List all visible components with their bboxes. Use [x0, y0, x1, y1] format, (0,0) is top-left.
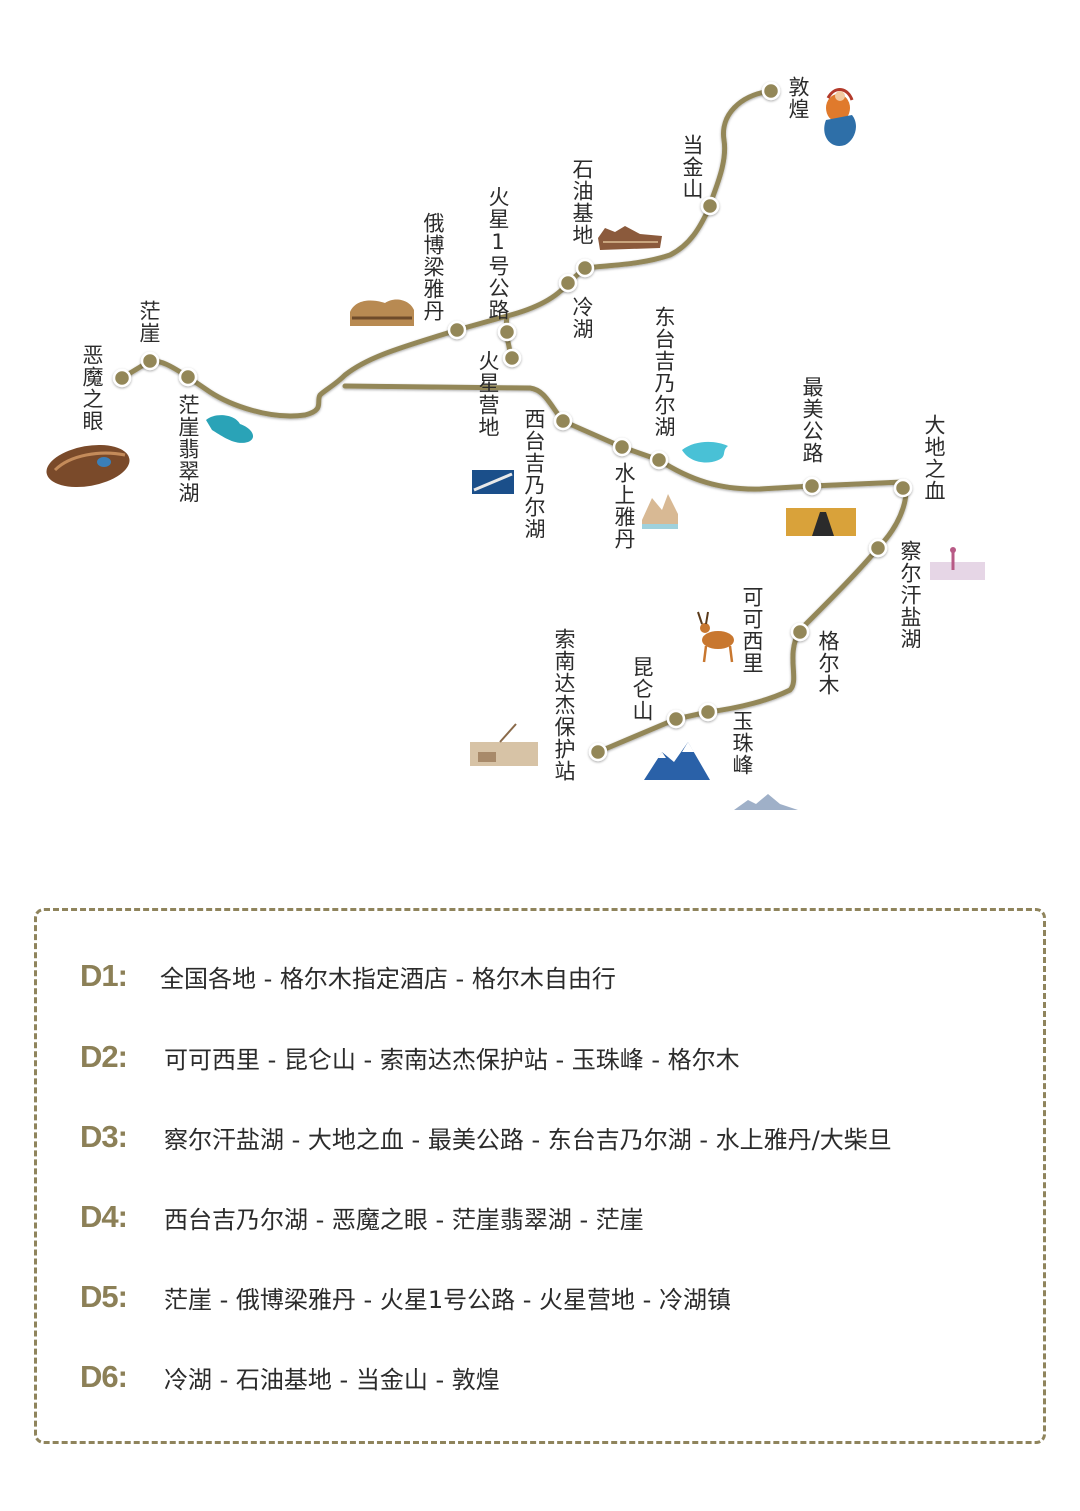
- itinerary-row-d2: D2: 可可西里 - 昆仑山 - 索南达杰保护站 - 玉珠峰 - 格尔木: [80, 1037, 740, 1077]
- node-dunhuang[interactable]: [761, 81, 781, 101]
- day-route: 可可西里 - 昆仑山 - 索南达杰保护站 - 玉珠峰 - 格尔木: [164, 1045, 740, 1074]
- itinerary-row-d5: D5: 茫崖 - 俄博梁雅丹 - 火星1号公路 - 火星营地 - 冷湖镇: [80, 1277, 731, 1317]
- label-dadi: 大地之血: [922, 414, 946, 502]
- mountain-range-icon: [734, 794, 798, 810]
- station-icon: [470, 723, 538, 766]
- node-suonan[interactable]: [588, 742, 608, 762]
- day-route: 茫崖 - 俄博梁雅丹 - 火星1号公路 - 火星营地 - 冷湖镇: [164, 1285, 731, 1314]
- label-dangjinshan: 当金山: [680, 134, 704, 200]
- day-label: D3:: [80, 1119, 128, 1154]
- label-kunlun: 昆仑山: [630, 656, 654, 722]
- node-dangjinshan[interactable]: [700, 196, 720, 216]
- node-lenghu[interactable]: [558, 273, 578, 293]
- node-huoxing1[interactable]: [497, 322, 517, 342]
- label-mangya: 茫崖: [137, 300, 161, 344]
- day-route: 西台吉乃尔湖 - 恶魔之眼 - 茫崖翡翠湖 - 茫崖: [164, 1205, 644, 1234]
- itinerary-box: [34, 908, 1046, 1444]
- day-route: 冷湖 - 石油基地 - 当金山 - 敦煌: [164, 1365, 500, 1394]
- label-dunhuang: 敦煌: [786, 76, 810, 120]
- lake-icon: [206, 415, 254, 443]
- label-shiyou: 石油基地: [570, 158, 594, 246]
- node-dadi[interactable]: [893, 478, 913, 498]
- label-feicui: 茫崖翡翠湖: [176, 394, 200, 504]
- day-label: D6:: [80, 1359, 128, 1394]
- flying-apsara-icon: [824, 88, 856, 146]
- label-kekexili: 可可西里: [740, 586, 764, 674]
- route-map: 敦煌 当金山 石油基地 冷湖 火星1号公路 俄博梁雅丹 火星营地 茫崖 恶魔之眼…: [46, 76, 985, 810]
- label-geermu: 格尔木: [816, 630, 840, 696]
- label-yuzhu: 玉珠峰: [730, 710, 754, 776]
- node-chaerhan[interactable]: [868, 538, 888, 558]
- node-dongtai[interactable]: [649, 450, 669, 470]
- node-shiyou[interactable]: [575, 258, 595, 278]
- label-shuishang: 水上雅丹: [612, 462, 636, 550]
- highway-icon: [472, 470, 514, 494]
- day-label: D2:: [80, 1039, 128, 1074]
- node-yuzhu[interactable]: [698, 702, 718, 722]
- node-huoxingying[interactable]: [502, 348, 522, 368]
- day-route: 察尔汗盐湖 - 大地之血 - 最美公路 - 东台吉乃尔湖 - 水上雅丹/大柴旦: [164, 1125, 892, 1154]
- day-label: D5:: [80, 1279, 128, 1314]
- node-mangya[interactable]: [140, 351, 160, 371]
- node-kunlun[interactable]: [666, 709, 686, 729]
- label-dongtai: 东台吉乃尔湖: [652, 306, 676, 438]
- eye-rock-icon: [46, 444, 130, 488]
- label-lenghu: 冷湖: [570, 296, 594, 340]
- day-label: D4:: [80, 1199, 128, 1234]
- itinerary-row-d6: D6: 冷湖 - 石油基地 - 当金山 - 敦煌: [80, 1357, 500, 1397]
- node-zuimei[interactable]: [802, 476, 822, 496]
- itinerary-row-d4: D4: 西台吉乃尔湖 - 恶魔之眼 - 茫崖翡翠湖 - 茫崖: [80, 1197, 644, 1237]
- label-zuimei: 最美公路: [800, 376, 824, 464]
- snow-mountain-icon: [644, 742, 710, 780]
- node-ebo[interactable]: [447, 320, 467, 340]
- itinerary-row-d1: D1: 全国各地 - 格尔木指定酒店 - 格尔木自由行: [80, 956, 616, 996]
- rock-formation-icon: [598, 226, 662, 250]
- water-splash-icon: [682, 441, 728, 463]
- node-feicui[interactable]: [178, 367, 198, 387]
- yardang-icon: [350, 299, 414, 326]
- label-huoxingying: 火星营地: [476, 350, 500, 438]
- label-emo: 恶魔之眼: [80, 344, 104, 432]
- day-label: D1:: [80, 958, 128, 993]
- label-ebo: 俄博梁雅丹: [421, 212, 445, 322]
- node-shuishang[interactable]: [612, 437, 632, 457]
- itinerary-row-d3: D3: 察尔汗盐湖 - 大地之血 - 最美公路 - 东台吉乃尔湖 - 水上雅丹/…: [80, 1117, 892, 1157]
- label-suonan: 索南达杰保护站: [552, 628, 576, 782]
- label-huoxing1: 火星1号公路: [486, 186, 510, 321]
- node-emo[interactable]: [112, 368, 132, 388]
- route-map-svg: [46, 81, 985, 810]
- yardang-water-icon: [642, 494, 678, 529]
- road-icon: [786, 508, 856, 536]
- antelope-icon: [697, 611, 734, 663]
- day-route: 全国各地 - 格尔木指定酒店 - 格尔木自由行: [160, 964, 616, 993]
- label-xitai: 西台吉乃尔湖: [522, 408, 546, 540]
- node-geermu[interactable]: [790, 622, 810, 642]
- salt-lake-figure-icon: [930, 547, 985, 580]
- node-xitai[interactable]: [553, 411, 573, 431]
- label-chaerhan: 察尔汗盐湖: [898, 540, 922, 650]
